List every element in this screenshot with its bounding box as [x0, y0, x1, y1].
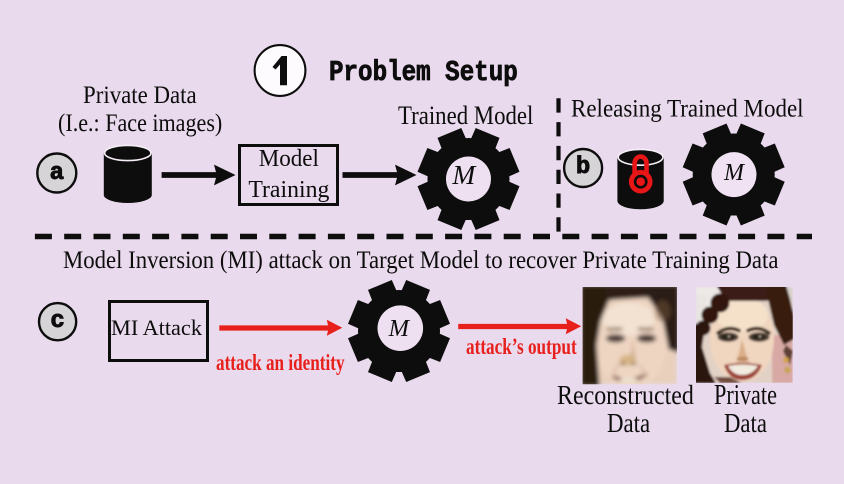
svg-text:M: M [723, 160, 746, 186]
svg-text:M: M [451, 159, 477, 190]
svg-text:M: M [388, 315, 411, 342]
